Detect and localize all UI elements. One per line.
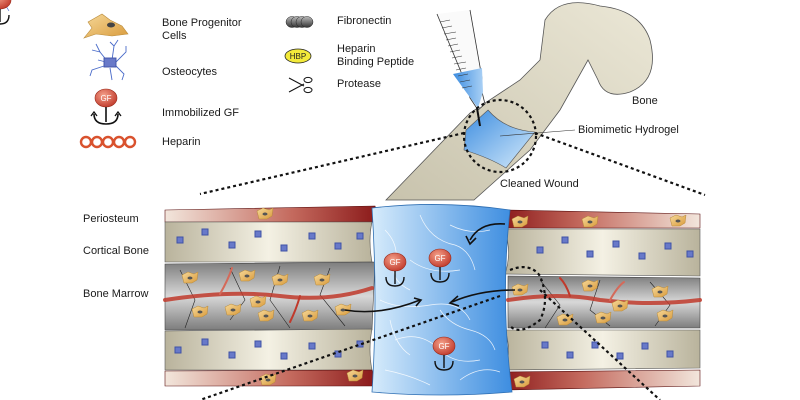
scissors-icon (288, 76, 313, 94)
immobilized-gf-icon: GF (90, 88, 122, 125)
legend-label-heparin: Heparin (162, 136, 201, 148)
gf-molecule-2: GF (428, 248, 452, 283)
legend-label-fibronectin: Fibronectin (337, 15, 392, 27)
svg-text:GF: GF (389, 258, 400, 267)
osteocyte-icon (89, 39, 127, 81)
legend-label-progenitor: Bone Progenitor Cells (162, 17, 242, 43)
gf-molecule-3: GF (432, 336, 456, 371)
legend-label-hbp: Heparin Binding Peptide (337, 43, 414, 69)
label-cleaned-wound: Cleaned Wound (500, 178, 579, 190)
zoom-lines-bottom (199, 265, 661, 400)
svg-text:GF: GF (434, 254, 445, 263)
hydrogel-block (371, 204, 513, 396)
svg-text:GF: GF (438, 342, 449, 351)
label-periosteum: Periosteum (83, 213, 139, 225)
hydrogel-in-bone (463, 109, 536, 169)
hbp-icon: HBP (284, 48, 312, 64)
legend-label-line: Heparin (337, 43, 376, 55)
svg-text:HBP: HBP (290, 52, 306, 61)
legend-label-line: Binding Peptide (337, 56, 415, 68)
femur-bone (385, 2, 653, 201)
fibronectin-icon (285, 16, 314, 28)
label-bone-marrow: Bone Marrow (83, 288, 149, 300)
label-cortical-bone: Cortical Bone (83, 245, 150, 257)
bone-progenitor-cell-icon (83, 13, 129, 39)
legend-label-osteocytes: Osteocytes (162, 66, 218, 78)
legend-label-immobilized-gf: Immobilized GF (162, 107, 240, 119)
label-biomimetic-hydrogel: Biomimetic Hydrogel (578, 124, 679, 136)
syringe-icon (436, 9, 486, 127)
legend-label-protease: Protease (337, 78, 382, 90)
blood-vessel (163, 267, 702, 323)
migration-arrows (344, 223, 516, 313)
legend-label-line: Cells (162, 30, 187, 42)
label-bone: Bone (632, 95, 658, 107)
zoom-lines-top (199, 131, 706, 197)
heparin-icon (79, 135, 137, 149)
gf-molecule-1: GF (383, 252, 407, 287)
zoom-circle (462, 98, 538, 174)
svg-text:GF: GF (100, 94, 111, 103)
legend-label-line: Bone Progenitor (162, 17, 242, 29)
